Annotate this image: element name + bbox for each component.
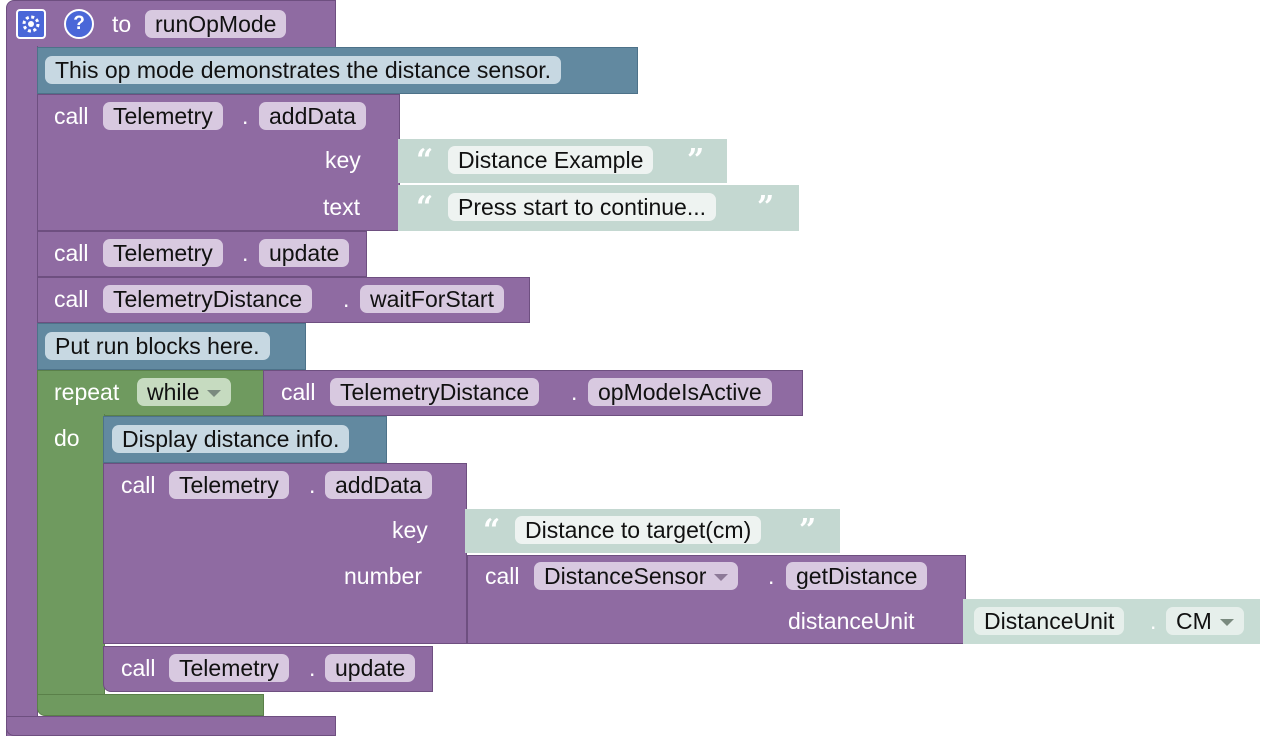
chevron-down-icon: [714, 574, 729, 582]
comment-text[interactable]: This op mode demonstrates the distance s…: [45, 56, 562, 84]
procedure-body-spine: [6, 46, 38, 736]
method-name: addData: [325, 471, 432, 499]
open-quote-icon: “: [483, 513, 501, 548]
procedure-name-field[interactable]: runOpMode: [145, 10, 287, 38]
object-name: Telemetry: [103, 102, 223, 130]
dot-separator: .: [309, 655, 316, 681]
object-name: Telemetry: [169, 471, 289, 499]
method-name: opModeIsActive: [588, 378, 772, 406]
procedure-keyword: to: [112, 11, 132, 37]
open-quote-icon: “: [416, 143, 434, 178]
comment-text[interactable]: Put run blocks here.: [45, 332, 270, 360]
method-name: addData: [259, 102, 366, 130]
open-quote-icon: “: [416, 190, 434, 225]
repeat-label: repeat: [54, 379, 120, 405]
method-name: update: [259, 239, 350, 267]
dot-separator: .: [242, 103, 249, 129]
param-label-key: key: [392, 517, 428, 543]
call-label: call: [121, 472, 156, 498]
call-label: call: [54, 286, 89, 312]
string-value[interactable]: Distance to target(cm): [515, 516, 762, 544]
object-name: Telemetry: [169, 654, 289, 682]
call-label: call: [121, 655, 156, 681]
dot-separator: .: [1150, 608, 1157, 634]
procedure-footer: [6, 716, 336, 736]
call-label: call: [485, 563, 520, 589]
close-quote-icon: ”: [799, 513, 817, 548]
enum-class: DistanceUnit: [974, 607, 1125, 635]
method-name: getDistance: [786, 562, 928, 590]
loop-mode-value: while: [147, 379, 200, 405]
loop-mode-dropdown[interactable]: while: [137, 378, 232, 406]
dot-separator: .: [768, 563, 775, 589]
close-quote-icon: ”: [687, 143, 705, 178]
call-label: call: [54, 240, 89, 266]
param-label-distance-unit: distanceUnit: [788, 608, 915, 634]
sensor-dropdown[interactable]: DistanceSensor: [534, 562, 739, 590]
method-name: update: [325, 654, 416, 682]
loop-body-spine: [37, 414, 105, 698]
sensor-value: DistanceSensor: [544, 563, 707, 589]
help-icon[interactable]: ?: [64, 9, 94, 39]
param-label-number: number: [344, 563, 422, 589]
chevron-down-icon: [1219, 619, 1234, 627]
dot-separator: .: [343, 286, 350, 312]
param-label-key: key: [325, 147, 361, 173]
param-label-text: text: [323, 194, 361, 220]
object-name: Telemetry: [103, 239, 223, 267]
comment-text[interactable]: Display distance info.: [112, 425, 350, 453]
call-label: call: [54, 103, 89, 129]
chevron-down-icon: [207, 390, 222, 398]
dot-separator: .: [242, 240, 249, 266]
unit-value: CM: [1176, 608, 1212, 634]
gear-icon[interactable]: [16, 9, 46, 39]
object-name: TelemetryDistance: [103, 285, 313, 313]
object-name: TelemetryDistance: [330, 378, 540, 406]
unit-dropdown[interactable]: CM: [1166, 607, 1244, 635]
call-label: call: [281, 379, 316, 405]
method-name: waitForStart: [360, 285, 504, 313]
string-value[interactable]: Distance Example: [448, 146, 654, 174]
loop-footer: [37, 694, 264, 716]
do-label: do: [54, 425, 80, 451]
dot-separator: .: [571, 379, 578, 405]
close-quote-icon: ”: [757, 190, 775, 225]
dot-separator: .: [309, 472, 316, 498]
string-value[interactable]: Press start to continue...: [448, 193, 717, 221]
